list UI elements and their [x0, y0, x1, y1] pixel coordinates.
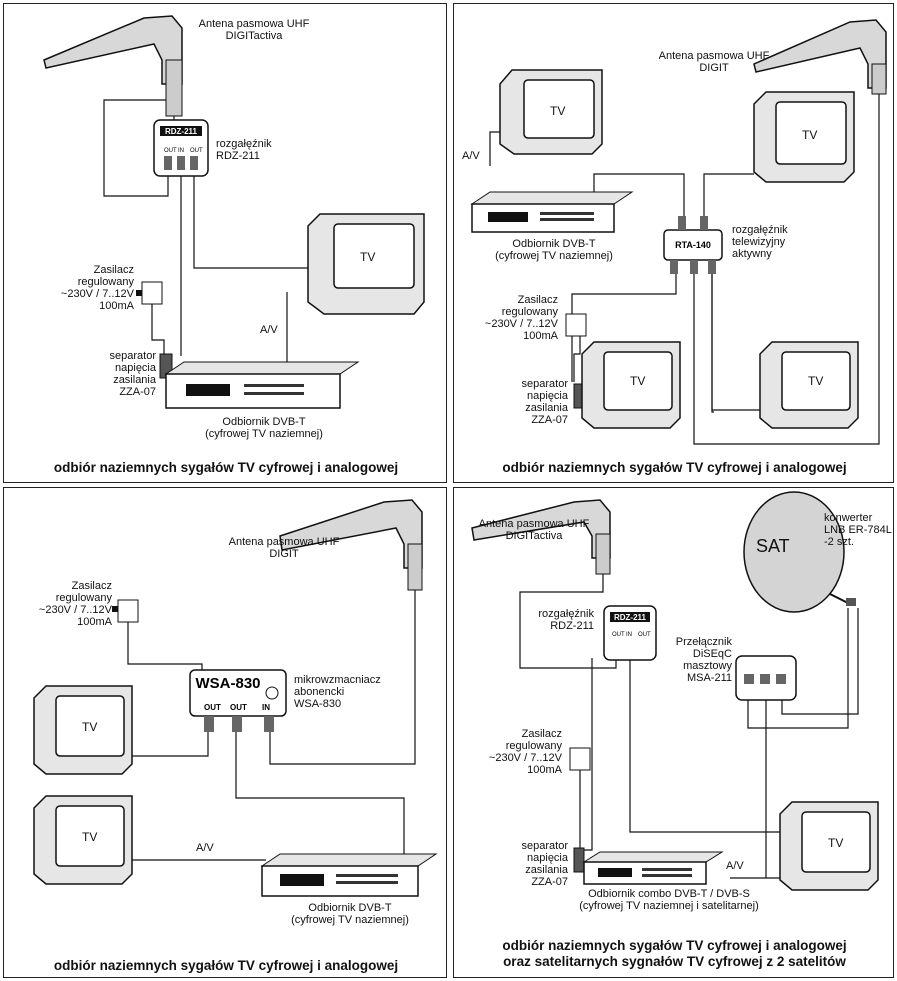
svg-text:IN: IN [262, 703, 270, 712]
splitter-label: rozgałęźnik telewizyjny aktywny [732, 224, 788, 260]
av-label: A/V [196, 842, 214, 854]
panel-caption: odbiór naziemnych sygałów TV cyfrowej i … [502, 938, 847, 969]
tv-icon [759, 341, 859, 429]
tv-label: TV [550, 104, 566, 118]
tv-label: TV [82, 720, 98, 734]
panel-2-wiring: RTA-140 [470, 19, 887, 445]
svg-text:RDZ-211: RDZ-211 [165, 127, 198, 136]
splitter-box: RDZ-211 OUT IN OUT [153, 119, 209, 177]
receiver-label: Odbiornik combo DVB-T / DVB-S (cyfrowej … [579, 888, 759, 912]
svg-text:OUT: OUT [230, 703, 247, 712]
tv-label: TV [808, 374, 824, 388]
panel-3: WSA-830 OUT OUT IN Antena pasmowa UHF DI… [3, 487, 447, 978]
splitter-label: rozgałęźnik RDZ-211 [216, 138, 272, 162]
sat-label: SAT [756, 536, 790, 556]
receiver-icon [164, 361, 360, 409]
antenna-icon [471, 499, 611, 575]
tv-icon [779, 801, 879, 891]
amplifier-box: WSA-830 OUT OUT IN [189, 669, 287, 732]
svg-text:RTA-140: RTA-140 [675, 240, 711, 250]
antenna-icon [753, 19, 887, 95]
cables [489, 94, 880, 445]
psu-icon [136, 281, 163, 305]
panel-4-wiring: RDZ-211 OUT IN OUT [471, 491, 879, 891]
svg-text:IN: IN [626, 632, 632, 638]
tv-icon [581, 341, 681, 429]
splitter-box: RTA-140 [663, 216, 723, 274]
sat-dish-icon [743, 491, 856, 613]
antenna-icon [279, 499, 423, 591]
tv-label: TV [630, 374, 646, 388]
cables [108, 590, 416, 870]
psu-label: Zasilacz regulowany ~230V / 7..12V 100mA [38, 580, 112, 628]
psu-label: Zasilacz regulowany ~230V / 7..12V 100mA [484, 294, 558, 342]
panel-1: RDZ-211 OUT IN OUT [3, 3, 447, 483]
receiver-label: Odbiornik DVB-T (cyfrowej TV naziemnej) [205, 416, 323, 440]
av-label: A/V [726, 860, 744, 872]
tv-label: TV [828, 836, 844, 850]
psu-label: Zasilacz regulowany ~230V / 7..12V 100mA [488, 728, 562, 776]
tv-label: TV [82, 830, 98, 844]
tv-icon [33, 685, 133, 775]
receiver-icon [470, 191, 634, 233]
separator-label: separator napięcia zasilania ZZA-07 [521, 378, 568, 426]
tv-label: TV [360, 250, 376, 264]
cables [103, 99, 310, 385]
antenna-label: Antena pasmowa UHF DIGIT [228, 536, 340, 560]
tv-icon [499, 69, 603, 155]
psu-icon [569, 747, 591, 771]
svg-text:WSA-830: WSA-830 [195, 675, 260, 692]
separator-icon [573, 847, 585, 873]
antenna-label: Antena pasmowa UHF DIGITactiva [198, 18, 310, 42]
receiver-label: Odbiornik DVB-T (cyfrowej TV naziemnej) [291, 902, 409, 926]
av-label: A/V [462, 150, 480, 162]
tv-icon [753, 91, 855, 183]
panel-2: RTA-140 Antena pasmowa UHF [453, 3, 894, 483]
splitter-box: RDZ-211 OUT IN OUT [603, 605, 657, 661]
psu-label: Zasilacz regulowany ~230V / 7..12V 100mA [60, 264, 134, 312]
svg-text:OUT: OUT [204, 703, 221, 712]
panel-1-wiring: RDZ-211 OUT IN OUT [43, 15, 425, 409]
panel-caption: odbiór naziemnych sygałów TV cyfrowej i … [53, 460, 399, 475]
av-label: A/V [260, 324, 278, 336]
antenna-label: Antena pasmowa UHF DIGIT [658, 50, 770, 74]
svg-text:OUT: OUT [638, 632, 651, 638]
antenna-icon [43, 15, 183, 117]
diseqc-label: Przełącznik DiSEqC masztowy MSA-211 [675, 636, 732, 684]
separator-label: separator napięcia zasilania ZZA-07 [521, 840, 568, 888]
svg-text:RDZ-211: RDZ-211 [614, 613, 647, 622]
tv-icon [33, 795, 133, 885]
antenna-label: Antena pasmowa UHF DIGITactiva [478, 518, 590, 542]
diseqc-box [735, 655, 797, 701]
splitter-label: rozgałęźnik RDZ-211 [538, 608, 594, 632]
lnb-label: konwerter LNB ER-784L -2 szt. [824, 512, 892, 548]
svg-text:OUT: OUT [190, 148, 203, 154]
receiver-icon [582, 851, 724, 885]
separator-label: separator napięcia zasilania ZZA-07 [109, 350, 156, 398]
receiver-icon [260, 853, 438, 897]
psu-icon [112, 599, 139, 623]
panel-caption: odbiór naziemnych sygałów TV cyfrowej i … [502, 460, 847, 475]
receiver-label: Odbiornik DVB-T (cyfrowej TV naziemnej) [495, 238, 613, 262]
tv-icon [307, 213, 425, 315]
tv-label: TV [802, 128, 818, 142]
amplifier-label: mikrowzmacniacz abonencki WSA-830 [294, 674, 381, 710]
psu-icon [565, 313, 587, 337]
panel-4: RDZ-211 OUT IN OUT Antena pasmowa UHF DI… [453, 487, 894, 978]
svg-text:OUT: OUT [164, 148, 177, 154]
panel-caption: odbiór naziemnych sygałów TV cyfrowej i … [53, 958, 399, 973]
panel-3-wiring: WSA-830 OUT OUT IN [33, 499, 438, 897]
svg-text:OUT: OUT [612, 632, 625, 638]
svg-text:IN: IN [178, 148, 184, 154]
